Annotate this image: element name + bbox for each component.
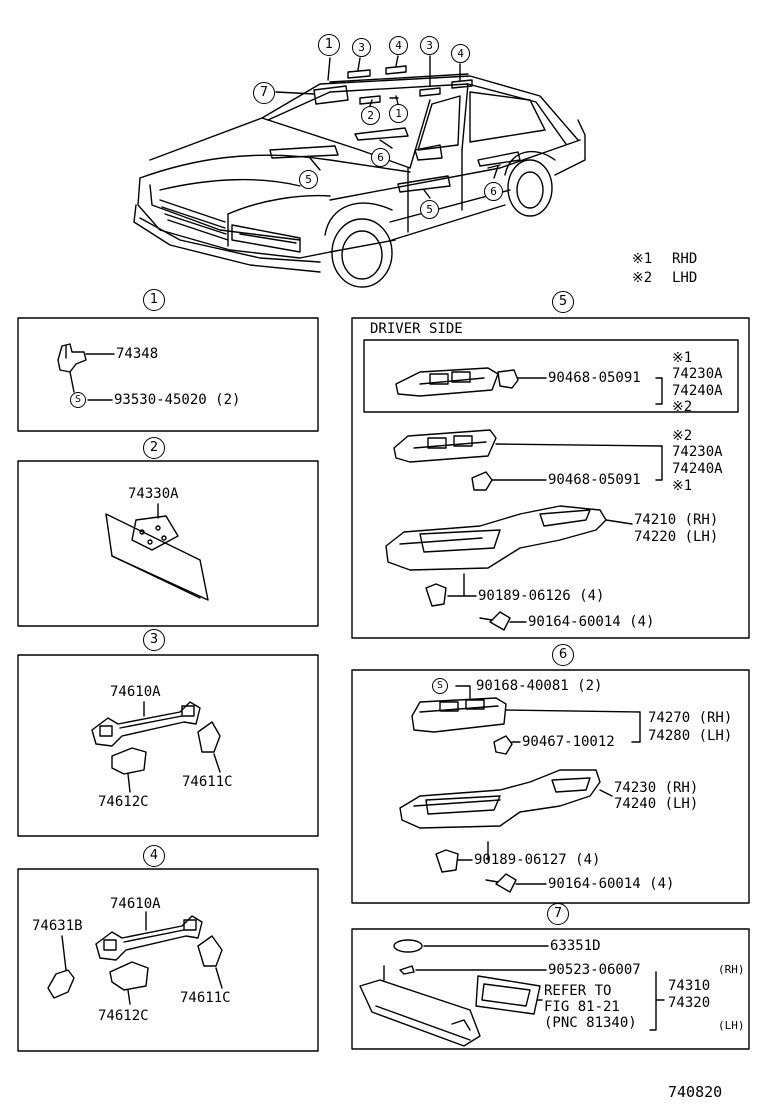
car-callout-6: 6 xyxy=(371,148,390,167)
legend-lhd-mark: ※2 xyxy=(632,270,653,286)
s1-part-74348: 74348 xyxy=(116,346,159,362)
s5a-mark-top: ※1 xyxy=(672,350,693,366)
s5b-clip: 90468-05091 xyxy=(548,472,641,488)
figure-id: 740820 xyxy=(668,1083,723,1101)
s6-switch-lh: 74280 (LH) xyxy=(648,728,733,744)
car-illustration xyxy=(133,55,586,288)
s5-armrest-lh: 74220 (LH) xyxy=(634,529,719,545)
s3-part-74610A: 74610A xyxy=(110,684,161,700)
s5a-clip: 90468-05091 xyxy=(548,370,641,386)
car-callout-4: 4 xyxy=(389,36,408,55)
car-callout-3b: 3 xyxy=(420,36,439,55)
s7-lh-tag: (LH) xyxy=(718,1019,745,1032)
s5b-mark-top: ※2 xyxy=(672,428,693,444)
section-2-parts xyxy=(105,503,209,601)
section-5-box xyxy=(351,317,750,639)
s4-part-74612C: 74612C xyxy=(98,1008,149,1024)
section-6-parts xyxy=(399,685,641,893)
s6-armrest-rh: 74230 (RH) xyxy=(614,780,699,796)
s5a-part-1: 74230A xyxy=(672,366,723,382)
section-4-number: 4 xyxy=(143,845,165,867)
s4-part-74631B: 74631B xyxy=(32,918,83,934)
s1-s-mark: S xyxy=(70,392,86,408)
s5-title: DRIVER SIDE xyxy=(370,321,463,337)
s3-part-74612C: 74612C xyxy=(98,794,149,810)
legend-lhd-label: LHD xyxy=(672,270,698,286)
section-1-box xyxy=(17,317,319,432)
car-callout-5: 5 xyxy=(299,170,318,189)
section-1-number: 1 xyxy=(143,289,165,311)
section-7-number: 7 xyxy=(547,903,569,925)
s6-screw: 90164-60014 (4) xyxy=(548,876,675,892)
section-5-number: 5 xyxy=(552,291,574,313)
s5-screw: 90164-60014 (4) xyxy=(528,614,655,630)
section-7-box xyxy=(351,928,750,1050)
car-callout-1: 1 xyxy=(318,34,340,56)
s2-part-74330A: 74330A xyxy=(128,486,179,502)
car-callout-3: 3 xyxy=(352,38,371,57)
section-3-number: 3 xyxy=(143,629,165,651)
section-5-inner-box xyxy=(363,339,739,413)
section-6-box xyxy=(351,669,750,904)
section-4-parts xyxy=(47,911,223,1005)
s7-part-63351D: 63351D xyxy=(550,938,601,954)
s5-armrest-rh: 74210 (RH) xyxy=(634,512,719,528)
car-callout-2: 2 xyxy=(361,106,380,125)
s4-part-74610A: 74610A xyxy=(110,896,161,912)
section-2-number: 2 xyxy=(143,437,165,459)
s4-part-74611C: 74611C xyxy=(180,990,231,1006)
car-callout-5b: 5 xyxy=(420,200,439,219)
section-3-box xyxy=(17,654,319,837)
s7-visor-lh: 74320 xyxy=(668,995,711,1011)
s5a-part-2: 74240A xyxy=(672,383,723,399)
section-6-number: 6 xyxy=(552,644,574,666)
legend-rhd-label: RHD xyxy=(672,251,698,267)
s5b-part-1: 74230A xyxy=(672,444,723,460)
section-7-parts xyxy=(359,939,665,1047)
car-callout-7: 7 xyxy=(253,82,275,104)
legend-rhd-mark: ※1 xyxy=(632,251,653,267)
s7-visor-rh: 74310 xyxy=(668,978,711,994)
s7-ref-line-3: (PNC 81340) xyxy=(544,1015,637,1031)
s5a-mark-bot: ※2 xyxy=(672,399,693,415)
s7-part-90523: 90523-06007 xyxy=(548,962,641,978)
s6-s-mark: S xyxy=(432,678,448,694)
s5-clip: 90189-06126 (4) xyxy=(478,588,605,604)
s6-clip-a: 90467-10012 xyxy=(522,734,615,750)
s3-part-74611C: 74611C xyxy=(182,774,233,790)
s6-switch-rh: 74270 (RH) xyxy=(648,710,733,726)
section-4-box xyxy=(17,868,319,1052)
section-1-parts xyxy=(57,343,115,401)
s1-part-screw: 93530-45020 (2) xyxy=(114,392,241,408)
section-2-box xyxy=(17,460,319,627)
s6-armrest-lh: 74240 (LH) xyxy=(614,796,699,812)
car-callout-6b: 6 xyxy=(484,182,503,201)
s6-screw-top: 90168-40081 (2) xyxy=(476,678,603,694)
car-callout-4b: 4 xyxy=(451,44,470,63)
s7-rh-tag: (RH) xyxy=(718,963,745,976)
s5b-mark-bot: ※1 xyxy=(672,478,693,494)
s7-ref-line-1: REFER TO xyxy=(544,983,612,999)
s5b-part-2: 74240A xyxy=(672,461,723,477)
section-3-parts xyxy=(91,701,221,793)
car-callout-1b: 1 xyxy=(389,104,408,123)
section-5-parts xyxy=(385,367,663,631)
s7-ref-line-2: FIG 81-21 xyxy=(544,999,620,1015)
s6-clip: 90189-06127 (4) xyxy=(474,852,601,868)
